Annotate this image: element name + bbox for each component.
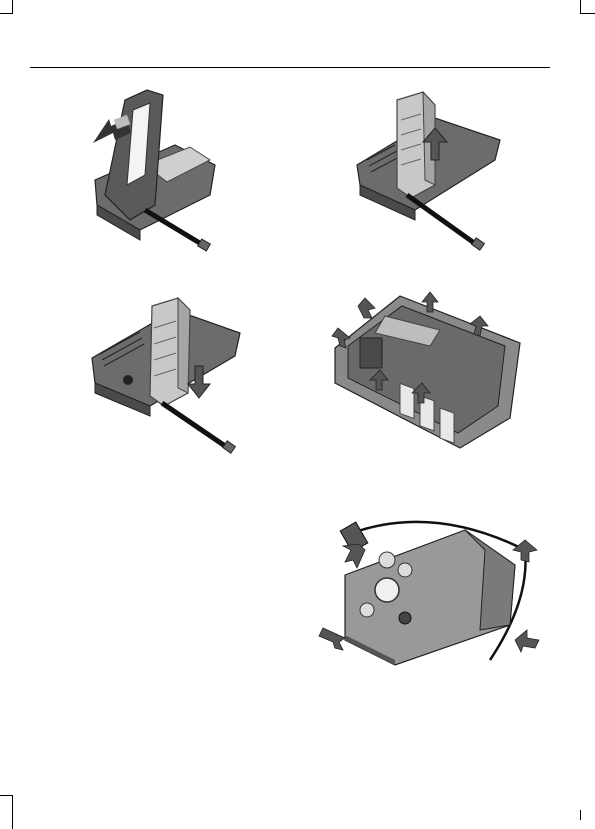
crop-mark-top-right-horizontal	[580, 13, 595, 14]
figure-lid-lift	[85, 85, 225, 260]
header-rule	[30, 67, 550, 68]
crop-mark-bottom-left-vertical	[12, 795, 13, 829]
crop-mark-top-right-vertical	[580, 0, 581, 14]
figure-compressor-cord	[315, 510, 550, 670]
crop-mark-bottom-left-horizontal	[0, 795, 13, 796]
figure-tray-cover	[330, 288, 525, 453]
crop-mark-top-left-vertical	[12, 0, 13, 14]
figure-compressor-insert	[90, 288, 245, 458]
crop-mark-bottom-right-vertical	[580, 810, 581, 820]
crop-mark-top-left-horizontal	[0, 13, 13, 14]
figure-compressor-lift	[355, 90, 505, 255]
